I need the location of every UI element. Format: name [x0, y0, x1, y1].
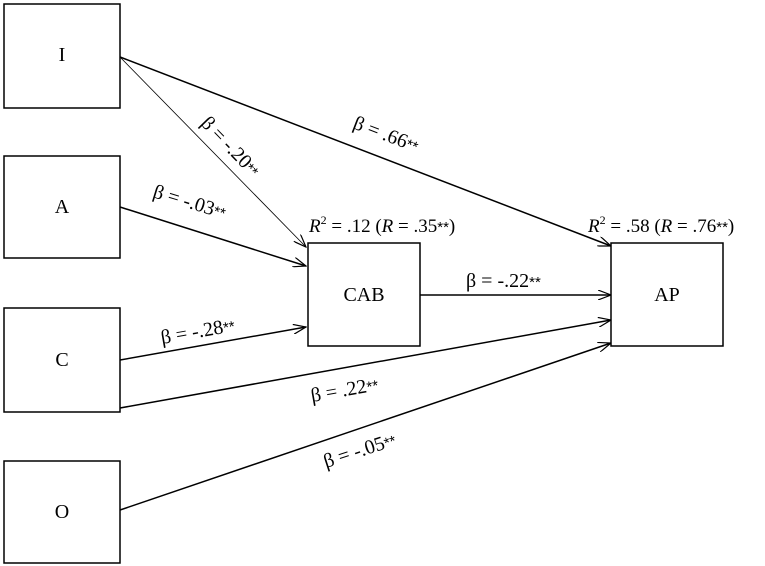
node-ap-label: AP: [654, 284, 680, 306]
node-a: A: [3, 155, 121, 259]
node-c: C: [3, 307, 121, 413]
node-c-label: C: [55, 349, 68, 371]
coef-c-to-ap: β = .22**: [309, 373, 380, 407]
edge-o-to-ap: [119, 343, 611, 511]
node-o-label: O: [55, 501, 69, 523]
node-cab: CAB: [307, 242, 421, 347]
edge-i-to-cab: [119, 56, 306, 247]
edge-c-to-cab: [119, 327, 306, 361]
node-a-label: A: [55, 196, 70, 218]
node-ap: AP: [610, 242, 724, 347]
coef-cab-to-ap: β = -.22**: [466, 270, 541, 292]
r2-cab-label: R2 = .12 (R = .35**): [308, 213, 455, 237]
coef-a-to-cab: β = -.03**: [151, 181, 229, 224]
edge-a-to-cab: [119, 206, 306, 266]
coef-c-to-cab: β = -.28**: [159, 314, 237, 349]
coef-o-to-ap: β = -.05**: [321, 429, 399, 473]
node-o: O: [3, 460, 121, 564]
node-cab-label: CAB: [343, 284, 384, 306]
node-i-label: I: [59, 44, 66, 66]
coef-i-to-cab: β = -.20**: [196, 112, 264, 181]
r2-ap-label: R2 = .58 (R = .76**): [587, 213, 734, 237]
edge-c-to-ap: [119, 320, 611, 409]
edge-i-to-ap: [119, 56, 611, 247]
node-i: I: [3, 3, 121, 109]
